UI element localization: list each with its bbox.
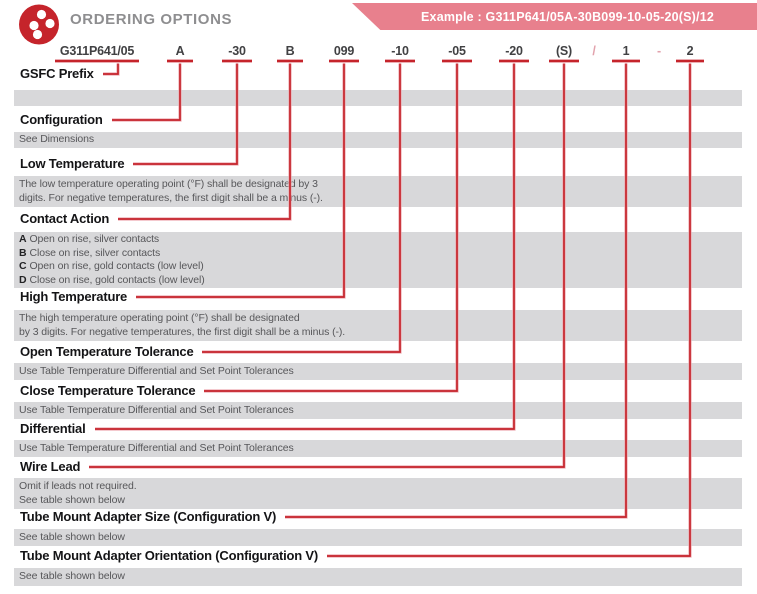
field-description-band: See Dimensions xyxy=(14,132,742,148)
field-label: Wire Lead xyxy=(20,459,81,474)
page-title: ORDERING OPTIONS xyxy=(70,11,233,28)
field-label: GSFC Prefix xyxy=(20,66,94,81)
option-text: The high temperature operating point (°F… xyxy=(19,312,300,324)
field-label: Contact Action xyxy=(20,211,110,226)
option-text: digits. For negative temperatures, the f… xyxy=(19,191,323,204)
field-description-band xyxy=(14,90,742,106)
part-number-segment: 1 xyxy=(622,44,630,58)
field-description-line: The high temperature operating point (°F… xyxy=(19,312,742,326)
field-description-band: See table shown below xyxy=(14,529,742,546)
part-number-segment: A xyxy=(175,44,185,58)
part-number-segment: -05 xyxy=(448,44,466,58)
field-label: High Temperature xyxy=(20,289,128,304)
field-description-band: See table shown below xyxy=(14,568,742,586)
field-description-band: Use Table Temperature Differential and S… xyxy=(14,440,742,457)
option-text: Use Table Temperature Differential and S… xyxy=(19,403,294,416)
option-code: D xyxy=(19,273,27,286)
field-label: Low Temperature xyxy=(20,156,125,171)
field-label: Differential xyxy=(20,421,86,436)
field-description-line: digits. For negative temperatures, the f… xyxy=(19,192,742,206)
field-label: Tube Mount Adapter Size (Configuration V… xyxy=(20,509,277,524)
field-label: Close Temperature Tolerance xyxy=(20,383,196,398)
option-text: See Dimensions xyxy=(19,133,95,146)
field-description-line: See table shown below xyxy=(19,531,742,545)
field-description-band: Use Table Temperature Differential and S… xyxy=(14,363,742,380)
part-number-segment: G311P641/05 xyxy=(59,44,135,58)
part-number-segment: -10 xyxy=(391,44,409,58)
option-code: B xyxy=(19,246,27,259)
option-code: C xyxy=(19,260,27,272)
option-text: Omit if leads not required. xyxy=(19,480,137,492)
field-description-band: Omit if leads not required.See table sho… xyxy=(14,478,742,509)
option-text: See table shown below xyxy=(19,530,125,543)
field-description-line: See table shown below xyxy=(19,570,742,584)
option-text: Close on rise, silver contacts xyxy=(29,246,161,259)
field-description-line: See table shown below xyxy=(19,494,742,508)
part-number-segment: -30 xyxy=(228,44,246,58)
option-text: Open on rise, silver contacts xyxy=(29,233,160,245)
field-description-line: Use Table Temperature Differential and S… xyxy=(19,365,742,379)
option-text: See table shown below xyxy=(19,493,125,506)
option-code: A xyxy=(19,233,27,245)
part-number-segment: -20 xyxy=(505,44,523,58)
option-text: See table shown below xyxy=(19,570,125,583)
field-label: Open Temperature Tolerance xyxy=(20,344,194,359)
field-label: Configuration xyxy=(20,112,103,127)
example-banner-text: Example : G311P641/05A-30B099-10-05-20(S… xyxy=(421,9,714,24)
field-description-line: The low temperature operating point (°F)… xyxy=(19,178,742,192)
option-text: Open on rise, gold contacts (low level) xyxy=(29,260,204,272)
field-description-line: Use Table Temperature Differential and S… xyxy=(19,404,742,418)
field-description-band: The low temperature operating point (°F)… xyxy=(14,176,742,207)
option-text: Use Table Temperature Differential and S… xyxy=(19,441,294,454)
part-number-segment: B xyxy=(285,44,295,58)
part-number-segment: (S) xyxy=(555,44,573,58)
field-description-band: The high temperature operating point (°F… xyxy=(14,310,742,341)
part-number-segment: 099 xyxy=(333,44,355,58)
example-banner: Example : G311P641/05A-30B099-10-05-20(S… xyxy=(352,3,757,30)
option-text: by 3 digits. For negative temperatures, … xyxy=(19,325,346,338)
field-description-line: Omit if leads not required. xyxy=(19,480,742,494)
part-number-separator: - xyxy=(657,44,661,58)
part-number-separator: / xyxy=(592,44,596,58)
field-description-line: See Dimensions xyxy=(19,133,742,147)
option-text: The low temperature operating point (°F)… xyxy=(19,178,318,190)
brand-logo-icon xyxy=(19,4,59,45)
field-description-band: Use Table Temperature Differential and S… xyxy=(14,402,742,419)
option-text: Use Table Temperature Differential and S… xyxy=(19,364,294,377)
option-text: Close on rise, gold contacts (low level) xyxy=(29,273,205,286)
part-number-segment: 2 xyxy=(686,44,694,58)
field-description-line: Use Table Temperature Differential and S… xyxy=(19,442,742,456)
field-description-line: by 3 digits. For negative temperatures, … xyxy=(19,326,742,340)
field-label: Tube Mount Adapter Orientation (Configur… xyxy=(20,548,319,563)
